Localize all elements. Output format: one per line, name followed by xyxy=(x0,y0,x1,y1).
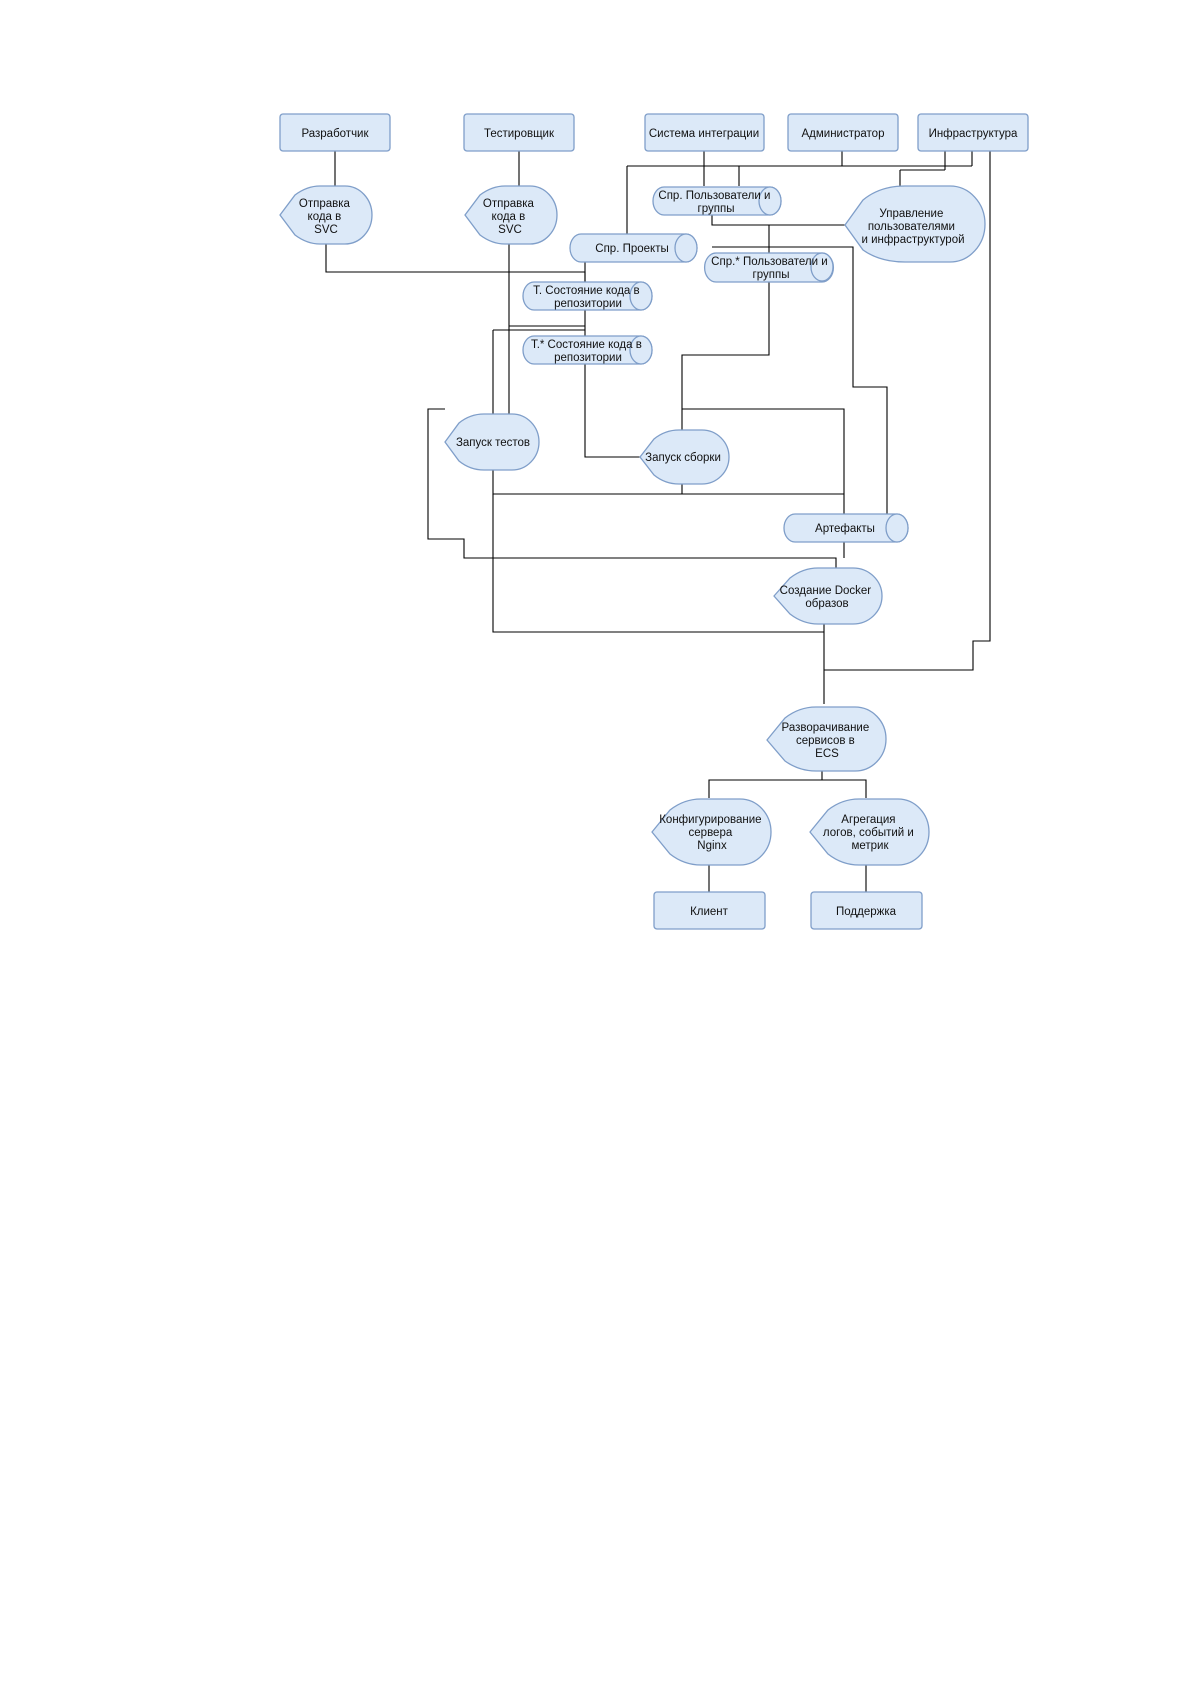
label-line: Разворачивание xyxy=(782,722,870,734)
store-repo-state-2: Т.* Состояние кода в репозитории xyxy=(522,335,653,365)
label-line: Запуск тестов xyxy=(456,437,530,449)
label-line: метрик xyxy=(851,840,889,852)
svg-text:Администратор: Администратор xyxy=(802,128,885,140)
label-line: Запуск сборки xyxy=(645,452,721,464)
label-line: Администратор xyxy=(802,128,885,140)
svg-text:Система интеграции: Система интеграции xyxy=(649,128,759,140)
entity-client: Клиент xyxy=(653,891,766,930)
label-line: Агрегация xyxy=(841,814,895,826)
process-user-infra-management: Управление пользователями и инфраструкту… xyxy=(844,185,986,263)
store-artifacts: Артефакты xyxy=(783,513,909,543)
process-send-code-tester: Отправка кода в SVC xyxy=(464,185,558,245)
label-line: Спр. Пользователи и xyxy=(658,190,770,202)
svg-text:Спр.* Пользователи и гру: Спр.* Пользователи и группы xyxy=(711,256,831,281)
process-send-code-developer: Отправка кода в SVC xyxy=(279,185,373,245)
svg-text:Создание Docker образов: Создание Docker образов xyxy=(780,585,875,610)
connectors xyxy=(325,151,991,892)
label-line: кода в xyxy=(308,211,342,223)
store-users-groups: Спр. Пользователи и группы xyxy=(652,186,782,216)
label-line: репозитории xyxy=(554,298,622,310)
svg-text:Поддержка: Поддержка xyxy=(836,906,897,918)
svg-text:Т. Состояние кода в репо: Т. Состояние кода в репозитории xyxy=(533,285,643,310)
label-line: Спр.* Пользователи и xyxy=(711,256,827,268)
svg-text:Разработчик: Разработчик xyxy=(301,128,369,140)
label-line: сервисов в xyxy=(796,735,855,747)
svg-text:Разворачивание сервисов: Разворачивание сервисов в ECS xyxy=(782,722,873,760)
entity-support: Поддержка xyxy=(810,891,923,930)
label-line: Инфраструктура xyxy=(929,128,1018,140)
label-line: Управление xyxy=(879,208,943,220)
label-line: группы xyxy=(698,203,735,215)
label-line: сервера xyxy=(689,827,733,839)
process-deploy-ecs: Разворачивание сервисов в ECS xyxy=(766,706,887,772)
label-line: образов xyxy=(805,598,848,610)
process-run-tests: Запуск тестов xyxy=(444,413,540,471)
label-line: Создание Docker xyxy=(780,585,872,597)
label-line: репозитории xyxy=(554,352,622,364)
label-line: ECS xyxy=(815,748,839,760)
process-create-docker-images: Создание Docker образов xyxy=(773,567,883,625)
actor-admin: Администратор xyxy=(787,113,899,152)
process-configure-nginx: Конфигурирование сервера Nginx xyxy=(651,798,772,866)
label-line: Тестировщик xyxy=(484,128,555,140)
label-line: Конфигурирование xyxy=(659,814,761,826)
label-line: Клиент xyxy=(690,906,729,918)
process-log-aggregation: Агрегация логов, событий и метрик xyxy=(809,798,930,866)
store-projects: Спр. Проекты xyxy=(569,233,698,263)
actor-ci-system: Система интеграции xyxy=(644,113,765,152)
label-line: SVC xyxy=(498,224,522,236)
actor-tester: Тестировщик xyxy=(463,113,575,152)
label-line: пользователями xyxy=(868,221,955,233)
label-line: кода в xyxy=(492,211,526,223)
svg-text:Инфраструктура: Инфраструктура xyxy=(929,128,1018,140)
label-line: Артефакты xyxy=(815,523,875,535)
actor-infrastructure: Инфраструктура xyxy=(917,113,1029,152)
svg-text:Управление пользователям: Управление пользователями и инфраструкту… xyxy=(861,208,964,246)
svg-text:Запуск тестов: Запуск тестов xyxy=(456,437,530,449)
svg-text:Спр. Проекты: Спр. Проекты xyxy=(595,243,668,255)
svg-text:Клиент: Клиент xyxy=(690,906,729,918)
label-line: Т. Состояние кода в xyxy=(533,285,639,297)
label-line: Спр. Проекты xyxy=(595,243,668,255)
label-line: Разработчик xyxy=(301,128,369,140)
actor-developer: Разработчик xyxy=(279,113,391,152)
label-line: Отправка xyxy=(299,198,351,210)
label-line: Отправка xyxy=(483,198,535,210)
label-line: и инфраструктурой xyxy=(861,234,964,246)
store-users-groups-2: Спр.* Пользователи и группы xyxy=(704,252,834,283)
label-line: Система интеграции xyxy=(649,128,759,140)
label-line: Т.* Состояние кода в xyxy=(531,339,642,351)
process-run-build: Запуск сборки xyxy=(639,429,730,485)
svg-text:Тестировщик: Тестировщик xyxy=(484,128,555,140)
store-repo-state: Т. Состояние кода в репозитории xyxy=(522,281,653,311)
svg-text:Агрегация логов, событий: Агрегация логов, событий и метрик xyxy=(823,814,917,852)
label-line: логов, событий и xyxy=(823,827,914,839)
label-line: Поддержка xyxy=(836,906,897,918)
svg-text:Конфигурирование сервера: Конфигурирование сервера Nginx xyxy=(659,814,765,852)
svg-text:Отправка кода в SV: Отправка кода в SVC xyxy=(483,198,537,236)
svg-text:Т.* Состояние кода в реп: Т.* Состояние кода в репозитории xyxy=(531,339,645,364)
svg-text:Запуск сборки: Запуск сборки xyxy=(645,452,721,464)
label-line: группы xyxy=(753,269,790,281)
svg-text:Спр. Пользователи и груп: Спр. Пользователи и группы xyxy=(658,190,773,215)
svg-text:Отправка кода в SV: Отправка кода в SVC xyxy=(299,198,353,236)
svg-text:Артефакты: Артефакты xyxy=(815,523,875,535)
label-line: SVC xyxy=(314,224,338,236)
label-line: Nginx xyxy=(697,840,727,852)
